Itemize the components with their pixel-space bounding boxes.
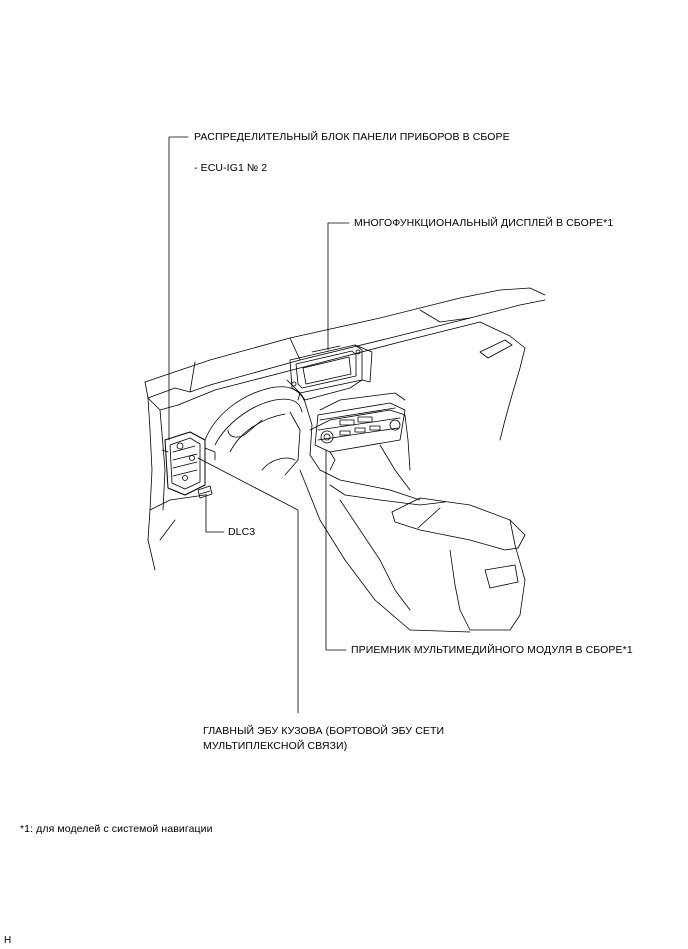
- leader-lines: [168, 136, 350, 714]
- junction-block-label: РАСПРЕДЕЛИТЕЛЬНЫЙ БЛОК ПАНЕЛИ ПРИБОРОВ В…: [194, 131, 510, 143]
- dlc3-connector: [197, 485, 213, 499]
- left-panel-lines: [147, 397, 206, 571]
- center-console: [299, 409, 446, 631]
- leader-junction-block: [168, 136, 189, 441]
- dashboard-outline: [144, 287, 546, 441]
- multi-display-unit: [286, 344, 373, 401]
- multi-display-label: МНОГОФУНКЦИОНАЛЬНЫЙ ДИСПЛЕЙ В СБОРЕ*1: [354, 217, 614, 229]
- corner-mark: H: [4, 935, 12, 946]
- console-armrest: [391, 497, 526, 633]
- leader-body-ecu: [197, 457, 299, 714]
- receiver-unit: [314, 392, 406, 471]
- leader-dlc3: [205, 493, 225, 533]
- leader-receiver: [325, 449, 347, 651]
- receiver-label: ПРИЕМНИК МУЛЬТИМЕДИЙНОГО МОДУЛЯ В СБОРЕ*…: [351, 644, 633, 656]
- footnote: *1: для моделей с системой навигации: [20, 823, 213, 835]
- junction-block-ecu: [161, 431, 216, 496]
- leader-multi-display: [327, 222, 350, 351]
- dlc3-label: DLC3: [228, 526, 256, 538]
- body-ecu-label-line2: МУЛЬТИПЛЕКСНОЙ СВЯЗИ): [203, 740, 348, 752]
- steering-cluster-area: [204, 386, 313, 476]
- body-ecu-label-line1: ГЛАВНЫЙ ЭБУ КУЗОВА (БОРТОВОЙ ЭБУ СЕТИ: [203, 725, 445, 737]
- ecu-ig1-label: - ECU-IG1 № 2: [194, 162, 268, 174]
